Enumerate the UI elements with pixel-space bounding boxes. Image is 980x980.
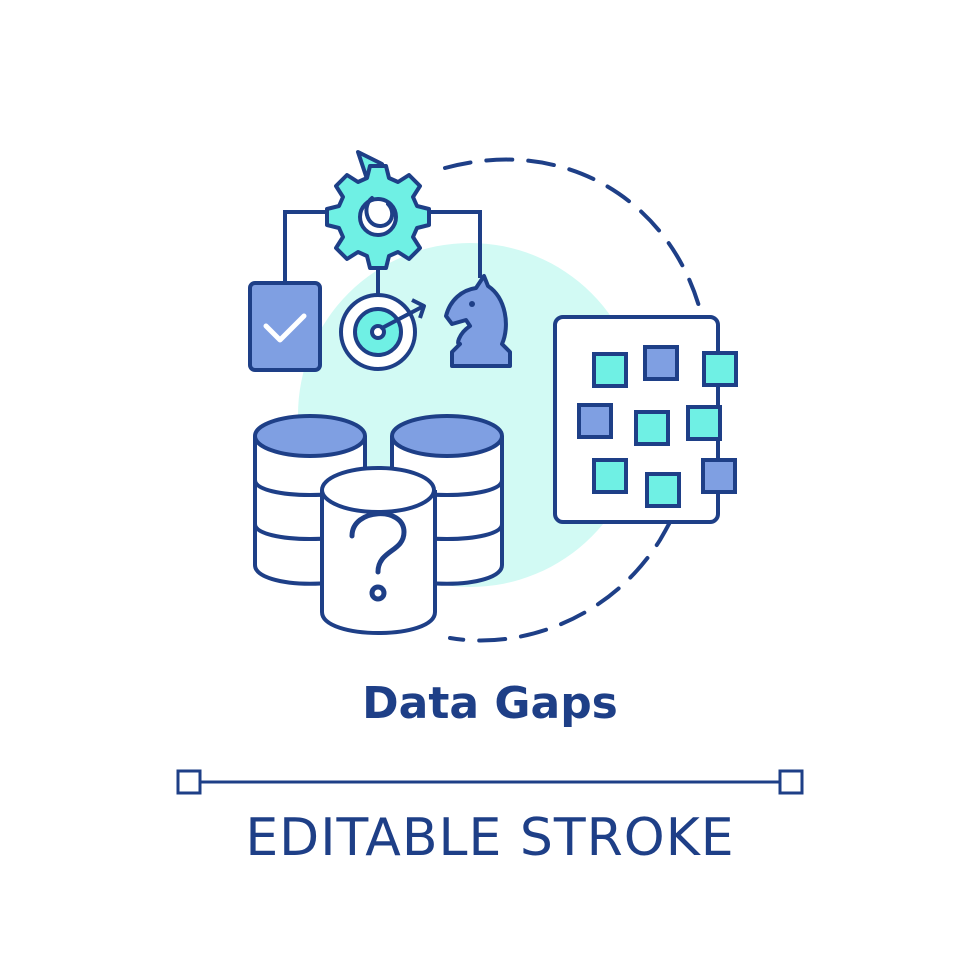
data-grid-icon — [553, 315, 738, 524]
editable-stroke-caption: EDITABLE STROKE — [245, 808, 735, 868]
clipboard-check-icon — [248, 281, 322, 372]
question-mark-icon — [349, 511, 407, 602]
chess-knight-icon — [444, 274, 512, 368]
right-anchor-handle — [778, 769, 804, 795]
editable-stroke-line — [176, 769, 804, 795]
target-icon — [339, 293, 426, 371]
left-anchor-handle — [176, 769, 202, 795]
gear-icon — [325, 164, 431, 270]
concept-title: Data Gaps — [362, 678, 618, 729]
data-gaps-illustration — [248, 150, 738, 643]
database-icon — [253, 414, 504, 635]
